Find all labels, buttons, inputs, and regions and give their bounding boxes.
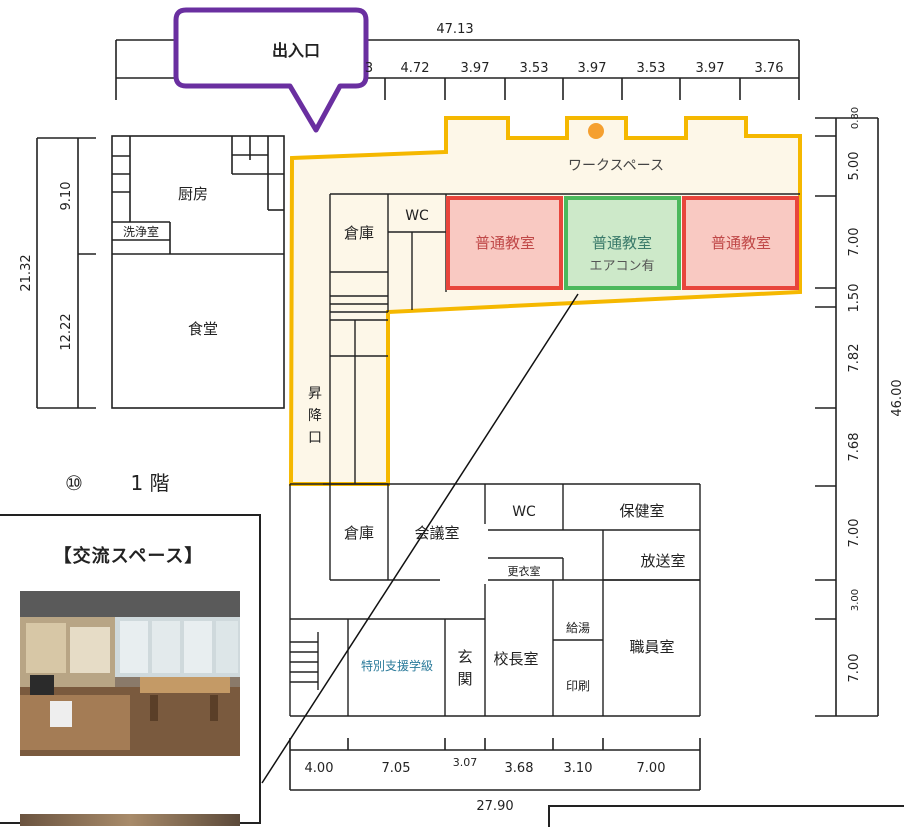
room-staff: 職員室	[629, 638, 674, 656]
exchange-space-panel: 【交流スペース】	[0, 514, 261, 826]
top-dim-1: 3	[365, 61, 373, 76]
right-dim-7: 7.00	[847, 519, 862, 548]
right-dim-8: 3.00	[850, 589, 861, 611]
room-classroom-left: 普通教室	[475, 234, 535, 252]
entrance-callout-bubble	[173, 7, 369, 133]
floor-label: 1 階	[130, 471, 169, 495]
top-dim-4: 3.53	[520, 61, 549, 76]
room-dining: 食堂	[188, 320, 218, 338]
room-health: 保健室	[619, 502, 664, 520]
bottom-dim-5: 3.10	[564, 761, 593, 776]
entrance-callout-label: 出入口	[272, 41, 320, 60]
room-meeting: 会議室	[414, 524, 459, 542]
bottom-total-dim: 27.90	[476, 799, 513, 814]
pointer-line	[261, 293, 579, 784]
room-classroom-mid: 普通教室	[592, 234, 652, 252]
top-dim-3: 3.97	[461, 61, 490, 76]
classroom-left-box	[446, 196, 563, 290]
right-dim-9: 7.00	[847, 654, 862, 683]
stair-entrance-3: 口	[308, 430, 322, 446]
right-dim-6: 7.68	[847, 433, 862, 462]
right-total-dim: 46.00	[890, 379, 904, 416]
classroom-mid-box	[564, 196, 681, 290]
left-dim-1: 9.10	[59, 182, 74, 211]
right-dim-5: 7.82	[847, 344, 862, 373]
bottom-dim-4: 3.68	[505, 761, 534, 776]
top-dim-7: 3.97	[696, 61, 725, 76]
room-special-support: 特別支援学級	[361, 658, 433, 673]
room-printing: 印刷	[566, 679, 590, 693]
top-dim-8: 3.76	[755, 61, 784, 76]
room-storage-upper: 倉庫	[344, 224, 374, 242]
right-dim-1: 0.80	[850, 107, 861, 129]
bottom-dim-2: 7.05	[382, 761, 411, 776]
top-dim-6: 3.53	[637, 61, 666, 76]
room-wc-upper: WC	[405, 208, 429, 224]
room-washroom: 洗浄室	[123, 224, 159, 239]
right-dim-2: 5.00	[847, 152, 862, 181]
bottom-dim-3: 3.07	[453, 756, 478, 769]
camera-marker	[588, 123, 604, 139]
left-total-dim: 21.32	[19, 254, 34, 291]
room-kitchen: 厨房	[178, 185, 208, 203]
room-entrance-hall-1: 玄	[457, 648, 472, 666]
room-broadcast: 放送室	[640, 552, 685, 570]
stair-entrance-1: 昇	[308, 386, 322, 402]
classroom-right-box	[682, 196, 799, 290]
top-dim-2: 4.72	[401, 61, 430, 76]
room-classroom-right: 普通教室	[711, 234, 771, 252]
exchange-space-photo-2	[20, 814, 240, 826]
stair-entrance-2: 降	[308, 408, 322, 424]
classroom-photo-box	[548, 805, 904, 827]
highlight-area	[288, 116, 802, 486]
exchange-space-title: 【交流スペース】	[53, 546, 204, 567]
room-workspace: ワークスペース	[568, 158, 664, 174]
redaction-block	[440, 524, 488, 584]
left-dim-2: 12.22	[59, 313, 74, 350]
top-dim-5: 3.97	[578, 61, 607, 76]
room-storage-lower: 倉庫	[344, 524, 374, 542]
room-wc-lower: WC	[512, 504, 536, 520]
room-principal: 校長室	[493, 650, 538, 668]
floor-number: ⑩	[65, 471, 83, 495]
right-dim-4: 1.50	[847, 284, 862, 313]
room-classroom-mid-note: エアコン有	[589, 259, 654, 274]
top-total-dim: 47.13	[436, 22, 473, 37]
room-changing: 更衣室	[508, 564, 541, 578]
bottom-dim-6: 7.00	[637, 761, 666, 776]
room-kettle: 給湯	[566, 621, 590, 635]
exchange-space-photo	[20, 591, 240, 756]
bottom-dim-1: 4.00	[305, 761, 334, 776]
right-dim-3: 7.00	[847, 228, 862, 257]
room-entrance-hall-2: 関	[457, 670, 472, 688]
